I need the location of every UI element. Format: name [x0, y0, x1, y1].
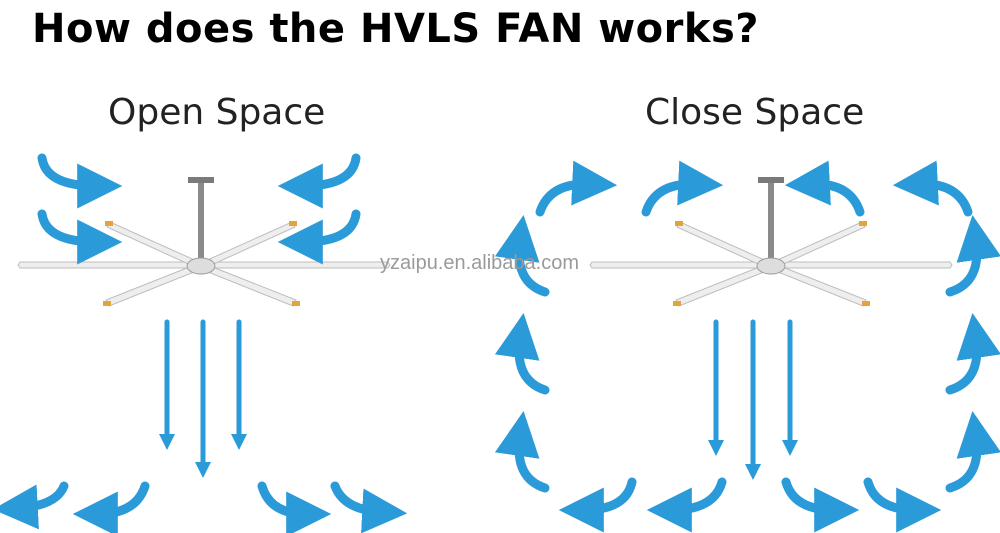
- fan-blade: [200, 261, 391, 269]
- curved-arrow-intake: [277, 209, 361, 265]
- curved-arrow-outflow: [257, 481, 332, 533]
- curved-arrow-outflow: [72, 481, 150, 533]
- watermark: yzaipu.en.alibaba.com: [380, 252, 580, 274]
- blade-tip: [862, 301, 870, 306]
- fan-blade: [17, 261, 202, 269]
- fan-blade: [772, 263, 867, 307]
- fan-blade: [676, 221, 770, 269]
- panel-label-close-space: Close Space: [645, 92, 865, 133]
- fan-mount-plate: [188, 177, 214, 183]
- curved-arrow-floor: [646, 477, 727, 533]
- fan-blade: [202, 221, 296, 269]
- fan-blade: [106, 221, 200, 269]
- fan-pole: [198, 183, 204, 261]
- curved-arrow-wall: [494, 215, 550, 297]
- blade-tip: [289, 221, 297, 226]
- curved-arrow-intake: [37, 153, 123, 209]
- fan-blade: [202, 263, 297, 307]
- curved-arrow-floor: [558, 477, 637, 533]
- curved-arrow-wall: [945, 411, 1000, 493]
- curved-arrow-wall: [494, 411, 550, 493]
- blade-tip: [292, 301, 300, 306]
- fan-mount-plate: [758, 177, 784, 183]
- curved-arrow-intake: [277, 153, 361, 209]
- fan-blade: [675, 263, 770, 307]
- curved-arrow-wall: [945, 313, 1000, 395]
- curved-arrow-intake: [37, 209, 123, 265]
- fan-pole: [768, 183, 774, 261]
- blade-tip: [105, 221, 113, 226]
- curved-arrow-floor: [781, 477, 860, 533]
- curved-arrow-wall: [494, 313, 550, 395]
- fan-hub: [186, 257, 216, 275]
- fan-blade: [770, 261, 953, 269]
- fan-blade: [105, 263, 200, 307]
- airflow-arrows-close-space: [494, 160, 1000, 533]
- curved-arrow-outflow: [0, 481, 69, 530]
- fan-close-space: [589, 177, 953, 307]
- blade-tip: [673, 301, 681, 306]
- blade-tip: [859, 221, 867, 226]
- curved-arrow-ceiling: [641, 160, 724, 217]
- curved-arrow-ceiling: [784, 160, 865, 217]
- fan-hub: [756, 257, 786, 275]
- panel-label-open-space: Open Space: [108, 92, 326, 133]
- curved-arrow-ceiling: [535, 160, 618, 217]
- fan-blade: [589, 261, 772, 269]
- blade-tip: [675, 221, 683, 226]
- curved-arrow-ceiling: [892, 160, 973, 217]
- page-title: How does the HVLS FAN works?: [32, 6, 759, 52]
- curved-arrow-wall: [945, 215, 1000, 297]
- curved-arrow-outflow: [330, 481, 408, 533]
- curved-arrow-floor: [863, 477, 942, 533]
- fan-open-space: [17, 177, 391, 307]
- blade-tip: [103, 301, 111, 306]
- fan-blade: [772, 221, 866, 269]
- airflow-arrows-open-space: [0, 153, 408, 533]
